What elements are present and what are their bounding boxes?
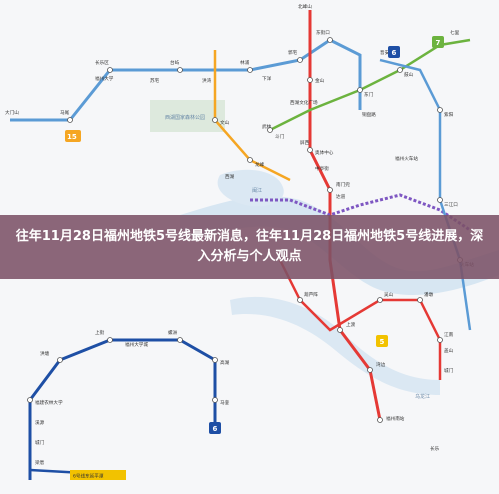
station-label: 长乐 xyxy=(430,445,440,452)
station-label: 南门兜 xyxy=(336,181,350,188)
station-label: 吴山 xyxy=(384,291,394,298)
station-label: 台屿 xyxy=(170,59,180,66)
station-label: 马銮 xyxy=(220,399,230,406)
station-label: 潘墩 xyxy=(424,291,434,298)
station-label: 西湖文化广场 xyxy=(290,99,318,106)
park-label: 西湖国家森林公园 xyxy=(165,114,205,121)
station-label: 文山 xyxy=(220,119,230,126)
station-label: 洪塘 xyxy=(40,350,50,357)
station-label: 大门山 xyxy=(5,109,19,116)
station-label: 屏西 xyxy=(300,140,310,146)
station-label: 郭宅 xyxy=(288,49,298,56)
station-label: 福州火车站 xyxy=(395,155,418,162)
station-label: 西湖 xyxy=(225,173,235,180)
station-label: 长乐区 xyxy=(95,59,109,66)
svg-text:6号线东延平潭: 6号线东延平潭 xyxy=(73,473,104,480)
station-label: 福州大学城 xyxy=(125,341,148,348)
station-label: 七里 xyxy=(450,29,460,36)
river-label-2: 乌龙江 xyxy=(415,393,430,400)
station-label: 中亭街 xyxy=(315,165,329,172)
station-label: 福州大学 xyxy=(95,75,114,82)
station-label: 福州南站 xyxy=(386,415,405,422)
station-label: 武林 xyxy=(262,123,272,130)
station-label: 东街口 xyxy=(316,29,330,36)
station-label: 龙峰 xyxy=(255,161,265,168)
station-label: 湾边 xyxy=(376,361,386,368)
station-label: 北峰山 xyxy=(298,3,312,10)
station-label: 马尾 xyxy=(60,109,70,116)
station-label: 螺洲 xyxy=(168,329,178,336)
station-label: 奥体中心 xyxy=(315,149,334,156)
station-label: 高湖 xyxy=(220,359,230,366)
station-label: 盖山 xyxy=(444,347,454,354)
station-label: 福建农林大学 xyxy=(35,399,63,406)
station-label: 洪湾 xyxy=(202,77,212,84)
headline-banner: 往年11月28日福州地铁5号线最新消息，往年11月28日福州地铁5号线进展，深入… xyxy=(0,215,499,279)
station-label: 上街 xyxy=(95,329,105,336)
svg-text:5: 5 xyxy=(380,338,385,346)
station-label: 梁厝 xyxy=(35,459,45,466)
line-15-badge: 15 xyxy=(65,130,81,142)
station-label: 斗门 xyxy=(275,133,285,140)
svg-text:15: 15 xyxy=(67,133,77,141)
line-6-badge-top: 6 xyxy=(388,46,400,58)
orange-line-track xyxy=(213,50,291,182)
station-label: 上渡 xyxy=(346,321,356,328)
svg-text:6: 6 xyxy=(392,49,397,57)
station-label: 溪源 xyxy=(35,419,45,426)
station-label: 铜盘路 xyxy=(362,111,376,118)
station-label: 紫阳 xyxy=(444,111,454,118)
station-label: 晋安 xyxy=(380,49,390,56)
station-label: 鼓山 xyxy=(404,71,414,78)
station-label: 林浦 xyxy=(240,59,250,66)
svg-text:7: 7 xyxy=(436,39,441,47)
station-label: 城门 xyxy=(35,439,45,446)
river-label-1: 闽江 xyxy=(252,187,262,194)
line-6-badge-bottom: 6 xyxy=(209,422,221,434)
station-label: 江南 xyxy=(444,331,454,338)
river-shape-2 xyxy=(230,296,440,395)
park-shape xyxy=(150,100,225,132)
line-5-badge: 5 xyxy=(376,335,388,347)
station-label: 苏宅 xyxy=(150,77,160,84)
stations-group xyxy=(27,37,463,423)
extension-note: 6号线东延平潭 xyxy=(70,470,126,480)
station-label: 城门 xyxy=(444,367,454,374)
station-label: 东门 xyxy=(364,91,374,98)
station-label: 三江口 xyxy=(444,201,458,208)
station-label: 下洋 xyxy=(262,75,272,82)
station-label: 金山 xyxy=(315,77,325,84)
lake-shape xyxy=(217,169,284,207)
station-label: 葫芦阵 xyxy=(304,291,318,298)
line-5-track xyxy=(250,193,471,232)
svg-text:6: 6 xyxy=(213,425,218,433)
line-7-badge: 7 xyxy=(432,36,444,48)
headline-title: 往年11月28日福州地铁5号线最新消息，往年11月28日福州地铁5号线进展，深入… xyxy=(15,229,484,264)
green-line-track xyxy=(269,38,471,132)
station-label: 达道 xyxy=(336,193,346,200)
